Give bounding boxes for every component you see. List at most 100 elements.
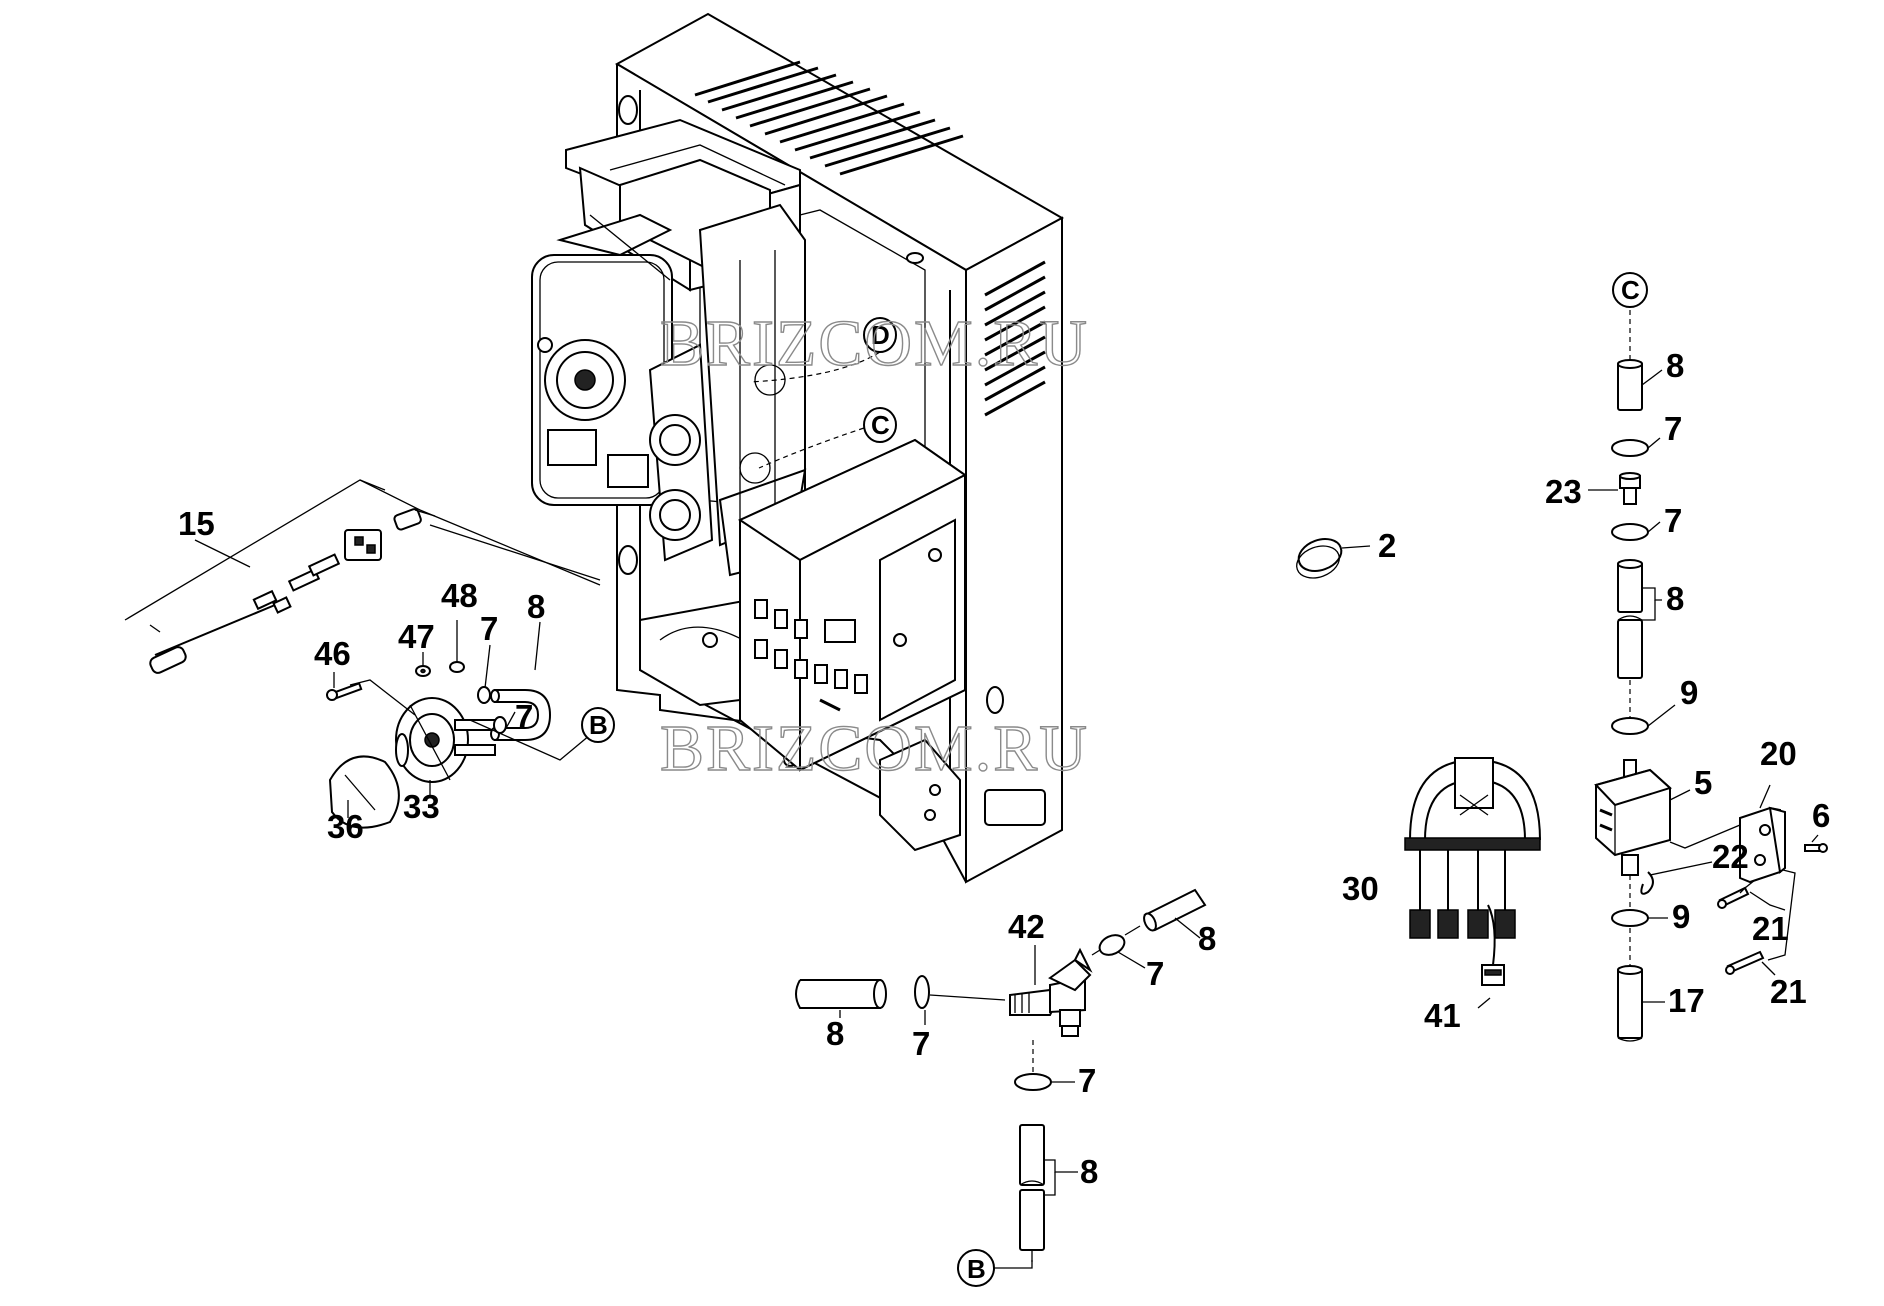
side-vents	[984, 260, 1046, 417]
callout-41: 41	[1424, 997, 1491, 1034]
clamp-7-mid	[914, 975, 1006, 1009]
callout-17: 17	[1642, 982, 1705, 1019]
knob-36	[328, 755, 400, 829]
hose-8-lower	[1019, 1124, 1045, 1262]
svg-text:C: C	[1621, 275, 1640, 305]
svg-text:46: 46	[314, 635, 351, 672]
hose-8-top	[1617, 359, 1643, 411]
hose-8-left	[795, 979, 887, 1009]
circuit-board	[754, 599, 868, 712]
callout-21-upper: 21	[1749, 891, 1789, 947]
svg-text:20: 20	[1760, 735, 1797, 772]
svg-text:8: 8	[1198, 920, 1216, 957]
screw-21-upper	[1717, 879, 1756, 909]
svg-text:5: 5	[1694, 764, 1712, 801]
svg-text:21: 21	[1752, 910, 1789, 947]
callout-7-lower-left: 7	[504, 698, 533, 735]
svg-text:8: 8	[527, 588, 545, 625]
pressure-switch-assembly	[395, 697, 496, 783]
svg-text:36: 36	[327, 808, 364, 845]
hose-17	[1617, 928, 1643, 1042]
svg-text:23: 23	[1545, 473, 1582, 510]
callout-23: 23	[1545, 473, 1618, 510]
svg-text:7: 7	[515, 698, 533, 735]
control-box	[737, 438, 967, 772]
svg-text:B: B	[589, 710, 608, 740]
svg-text:7: 7	[1078, 1062, 1096, 1099]
wiring-harness-15	[124, 479, 601, 674]
callout-7-top-right: 7	[1647, 410, 1682, 449]
ref-c-cabinet: C	[739, 407, 897, 484]
drain-22	[1640, 861, 1713, 895]
screw-6	[1804, 834, 1828, 853]
connector-23	[1619, 472, 1641, 505]
callout-21-lower: 21	[1761, 961, 1807, 1010]
callout-20: 20	[1760, 735, 1797, 772]
svg-text:D: D	[871, 320, 890, 350]
screw-46	[326, 679, 416, 716]
callout-7-bottom: 7	[1050, 1062, 1096, 1099]
svg-text:7: 7	[480, 610, 498, 647]
callout-8-top-right: 8	[1641, 347, 1684, 386]
callout-9-lower: 9	[1648, 898, 1690, 935]
callout-8-middle-right: 8	[1642, 580, 1684, 621]
svg-text:6: 6	[1812, 797, 1830, 834]
screw-21-lower	[1725, 869, 1796, 975]
svg-text:8: 8	[1080, 1153, 1098, 1190]
callout-15: 15	[178, 505, 251, 568]
callout-6: 6	[1812, 797, 1830, 834]
svg-text:48: 48	[441, 577, 478, 614]
svg-text:30: 30	[1342, 870, 1379, 907]
callout-7-lower-left-hose: 7	[912, 1010, 930, 1062]
callout-9-upper: 9	[1647, 674, 1698, 727]
ref-c-right: C	[1612, 272, 1648, 360]
svg-text:17: 17	[1668, 982, 1705, 1019]
svg-text:33: 33	[403, 788, 440, 825]
svg-text:9: 9	[1672, 898, 1690, 935]
bracket-20	[1669, 784, 1786, 884]
svg-text:8: 8	[826, 1015, 844, 1052]
clamp-7-top	[1611, 439, 1649, 457]
svg-text:15: 15	[178, 505, 215, 542]
callout-8-lower-left: 8	[826, 1010, 844, 1052]
svg-text:7: 7	[912, 1025, 930, 1062]
callout-22: 22	[1712, 838, 1749, 875]
callout-33: 33	[403, 780, 440, 825]
nut-48	[449, 661, 465, 673]
callout-47: 47	[398, 618, 435, 666]
clamp-2: 2	[1296, 527, 1396, 579]
svg-text:8: 8	[1666, 580, 1684, 617]
harness-30	[1404, 757, 1541, 986]
callout-46: 46	[314, 635, 351, 688]
clamp-7-mid-right	[1611, 523, 1649, 541]
hose-8-right	[1124, 888, 1207, 936]
svg-text:C: C	[871, 410, 890, 440]
callout-8-left: 8	[527, 588, 545, 671]
callout-7-upper-left: 7	[480, 610, 498, 689]
clamp-7-lower	[1014, 1040, 1052, 1091]
svg-text:21: 21	[1770, 973, 1807, 1010]
svg-text:2: 2	[1378, 527, 1396, 564]
callout-5: 5	[1669, 764, 1712, 801]
fan-housing	[531, 213, 714, 562]
hose-8-middle	[1617, 559, 1643, 679]
svg-text:41: 41	[1424, 997, 1461, 1034]
watermark-lower: BRIZCOM.RU	[660, 712, 1089, 785]
svg-text:7: 7	[1664, 502, 1682, 539]
y-connector-42	[1009, 947, 1093, 1037]
callout-48: 48	[441, 577, 478, 662]
svg-text:7: 7	[1664, 410, 1682, 447]
pump-5	[1594, 759, 1672, 876]
clamp-9-upper	[1611, 680, 1649, 735]
ref-b-bottom: B	[957, 1249, 1033, 1287]
clamp-7-right	[1091, 934, 1126, 956]
svg-text:7: 7	[1146, 955, 1164, 992]
callout-30: 30	[1342, 870, 1379, 907]
svg-text:22: 22	[1712, 838, 1749, 875]
clamp-7-left	[477, 686, 507, 734]
callout-36: 36	[327, 800, 364, 845]
washer-47	[415, 665, 431, 677]
clamp-9-lower	[1611, 875, 1649, 927]
callout-7-right: 7	[1117, 951, 1164, 992]
